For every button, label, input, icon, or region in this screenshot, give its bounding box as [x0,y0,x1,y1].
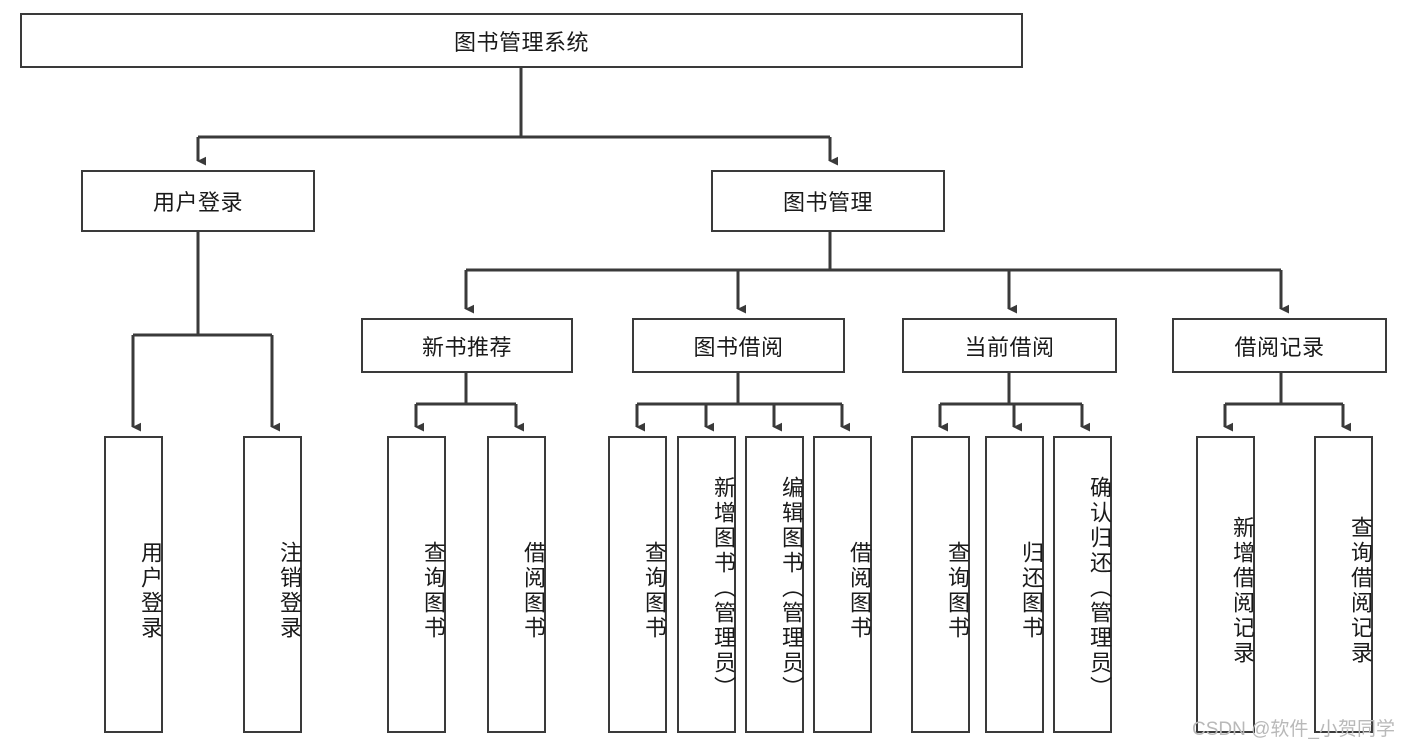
node-label: 借阅记录 [1234,334,1325,360]
node-user-login[interactable]: 用户登录 [81,170,315,232]
node-label: 查询借阅记录 [1348,515,1373,666]
leaf-query-borrowing-record[interactable]: 查询借阅记录 [1314,436,1373,733]
leaf-add-book-admin[interactable]: 新增图书（管理员） [677,436,736,733]
node-borrowing-records[interactable]: 借阅记录 [1172,318,1387,373]
leaf-borrow-books-borrowing[interactable]: 借阅图书 [813,436,872,733]
node-current-borrowing[interactable]: 当前借阅 [902,318,1117,373]
node-label: 查询图书 [945,540,970,641]
node-label: 图书管理 [782,190,873,215]
leaf-add-borrowing-record[interactable]: 新增借阅记录 [1196,436,1255,733]
node-new-book-recommendation[interactable]: 新书推荐 [361,318,573,373]
node-label: 确认归还（管理员） [1087,476,1112,701]
node-label: 图书管理系统 [453,29,589,55]
leaf-query-books-recommendation[interactable]: 查询图书 [387,436,446,733]
leaf-user-login[interactable]: 用户登录 [104,436,163,733]
node-label: 当前借阅 [964,334,1055,360]
leaf-confirm-return-admin[interactable]: 确认归还（管理员） [1053,436,1112,733]
node-label: 编辑图书（管理员） [779,476,804,701]
leaf-query-books-borrowing[interactable]: 查询图书 [608,436,667,733]
node-label: 用户登录 [138,540,163,641]
leaf-return-books[interactable]: 归还图书 [985,436,1044,733]
csdn-watermark: CSDN @软件_小贺同学 [1192,719,1395,740]
node-label: 注销登录 [277,540,302,641]
leaf-query-books-current[interactable]: 查询图书 [911,436,970,733]
node-label: 借阅图书 [847,540,872,641]
node-label: 新增借阅记录 [1230,515,1255,666]
node-label: 查询图书 [421,540,446,641]
node-label: 借阅图书 [521,540,546,641]
leaf-edit-book-admin[interactable]: 编辑图书（管理员） [745,436,804,733]
leaf-borrow-books-recommendation[interactable]: 借阅图书 [487,436,546,733]
node-label: 归还图书 [1019,540,1044,641]
node-label: 用户登录 [152,190,243,215]
node-book-management[interactable]: 图书管理 [711,170,945,232]
node-label: 查询图书 [642,540,667,641]
node-label: 新书推荐 [421,334,512,360]
node-book-borrowing[interactable]: 图书借阅 [632,318,845,373]
leaf-logout[interactable]: 注销登录 [243,436,302,733]
node-root[interactable]: 图书管理系统 [20,13,1023,68]
node-label: 新增图书（管理员） [711,476,736,701]
node-label: 图书借阅 [693,334,784,360]
